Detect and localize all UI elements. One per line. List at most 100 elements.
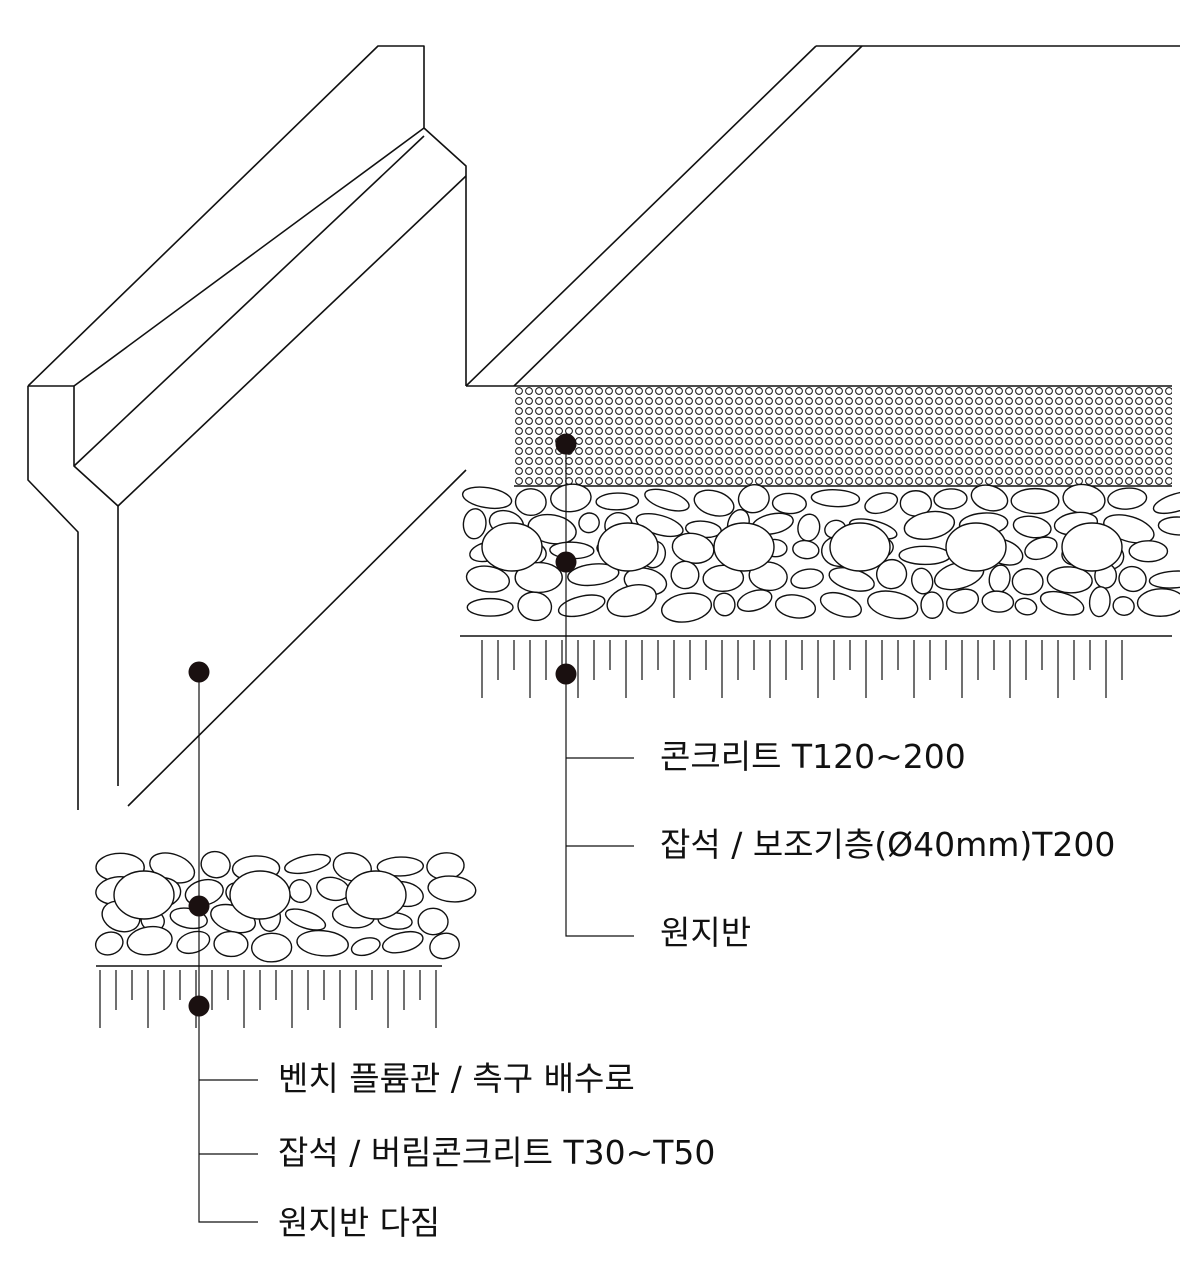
stone: [797, 513, 821, 542]
stone: [946, 588, 980, 614]
stone: [1014, 597, 1038, 616]
stone: [567, 563, 620, 587]
gravel-layer-right: [461, 483, 1180, 623]
stone: [461, 486, 513, 510]
stone: [1088, 586, 1111, 618]
stone: [113, 870, 175, 920]
leader-right-main: [565, 444, 634, 937]
label-subgrade: 원지반: [660, 913, 752, 952]
label-compacted-subgrade: 원지반 다짐: [278, 1203, 441, 1242]
stone: [200, 850, 231, 879]
stone: [466, 597, 514, 617]
stone: [557, 594, 606, 618]
stone: [606, 584, 657, 618]
subgrade-hatch-left: [99, 970, 437, 1028]
label-concrete: 콘크리트 T120~200: [660, 737, 966, 776]
stone: [670, 560, 700, 590]
stone: [284, 908, 327, 931]
stone: [1062, 483, 1106, 515]
stone: [867, 590, 919, 620]
stone: [1128, 540, 1169, 563]
leader-left-main: [198, 672, 258, 1223]
stone: [981, 590, 1015, 613]
stone: [465, 565, 510, 593]
road-surface-edges: [465, 45, 1180, 387]
stone: [517, 591, 553, 622]
stone: [1061, 522, 1123, 572]
stone: [527, 513, 577, 545]
stone: [550, 483, 592, 513]
stone: [713, 522, 775, 572]
stone: [945, 522, 1007, 572]
stone: [578, 512, 600, 534]
stone: [1112, 596, 1135, 616]
dot-gravel-left: [188, 895, 210, 917]
stone: [250, 932, 293, 963]
stone: [774, 594, 817, 619]
stone: [864, 492, 899, 515]
stone: [1039, 590, 1085, 616]
dot-concrete: [555, 433, 577, 455]
stone: [284, 853, 332, 875]
stone: [1148, 570, 1180, 589]
stone: [910, 567, 934, 595]
dot-subgrade-left: [188, 995, 210, 1017]
subgrade-hatch-right: [481, 640, 1123, 698]
stone: [736, 589, 773, 612]
stone: [693, 489, 735, 517]
stone: [1011, 567, 1044, 596]
gravel-layer-left: [94, 850, 477, 963]
stone: [1107, 487, 1148, 510]
label-gravel-subbase: 잡석 / 보조기층(Ø40mm)T200: [660, 825, 1116, 864]
stone: [595, 492, 640, 511]
stone: [898, 545, 952, 566]
stone: [819, 591, 863, 618]
flume-channel: [27, 45, 467, 810]
stone: [713, 592, 736, 617]
stone: [350, 937, 381, 957]
stone: [176, 930, 211, 955]
stone: [702, 564, 745, 592]
stone: [1152, 490, 1180, 515]
stone: [1024, 536, 1058, 561]
dot-gravel-right: [555, 551, 577, 573]
stone: [1118, 565, 1147, 593]
stone: [970, 484, 1009, 512]
stone: [1157, 516, 1180, 536]
stone: [660, 592, 713, 623]
stone: [1136, 588, 1180, 617]
stone: [644, 488, 690, 512]
stone: [345, 870, 407, 920]
dot-flume: [188, 661, 210, 683]
stone: [296, 929, 349, 957]
stone: [429, 932, 460, 960]
stone: [903, 510, 956, 540]
stone: [462, 508, 487, 540]
stone: [597, 522, 659, 572]
stone: [514, 488, 547, 517]
marker-dots: [188, 433, 577, 1017]
stone: [920, 591, 944, 619]
stone: [790, 568, 824, 590]
stone: [229, 870, 291, 920]
stone: [829, 522, 891, 572]
stone: [427, 875, 477, 903]
stone: [933, 488, 968, 510]
stone: [417, 907, 449, 936]
label-flume: 벤치 플륨관 / 측구 배수로: [278, 1059, 635, 1098]
leader-lines: [198, 444, 634, 1223]
stone: [810, 489, 861, 508]
stone: [1012, 515, 1052, 539]
stone: [876, 558, 908, 590]
stone: [288, 879, 312, 904]
stone: [1010, 487, 1060, 515]
stone: [126, 925, 173, 956]
stone: [213, 930, 249, 958]
dot-subgrade-right: [555, 663, 577, 685]
stone: [737, 484, 770, 514]
stone: [481, 522, 543, 572]
concrete-layer: [466, 385, 1172, 487]
stone: [381, 930, 424, 954]
stone: [94, 931, 124, 956]
